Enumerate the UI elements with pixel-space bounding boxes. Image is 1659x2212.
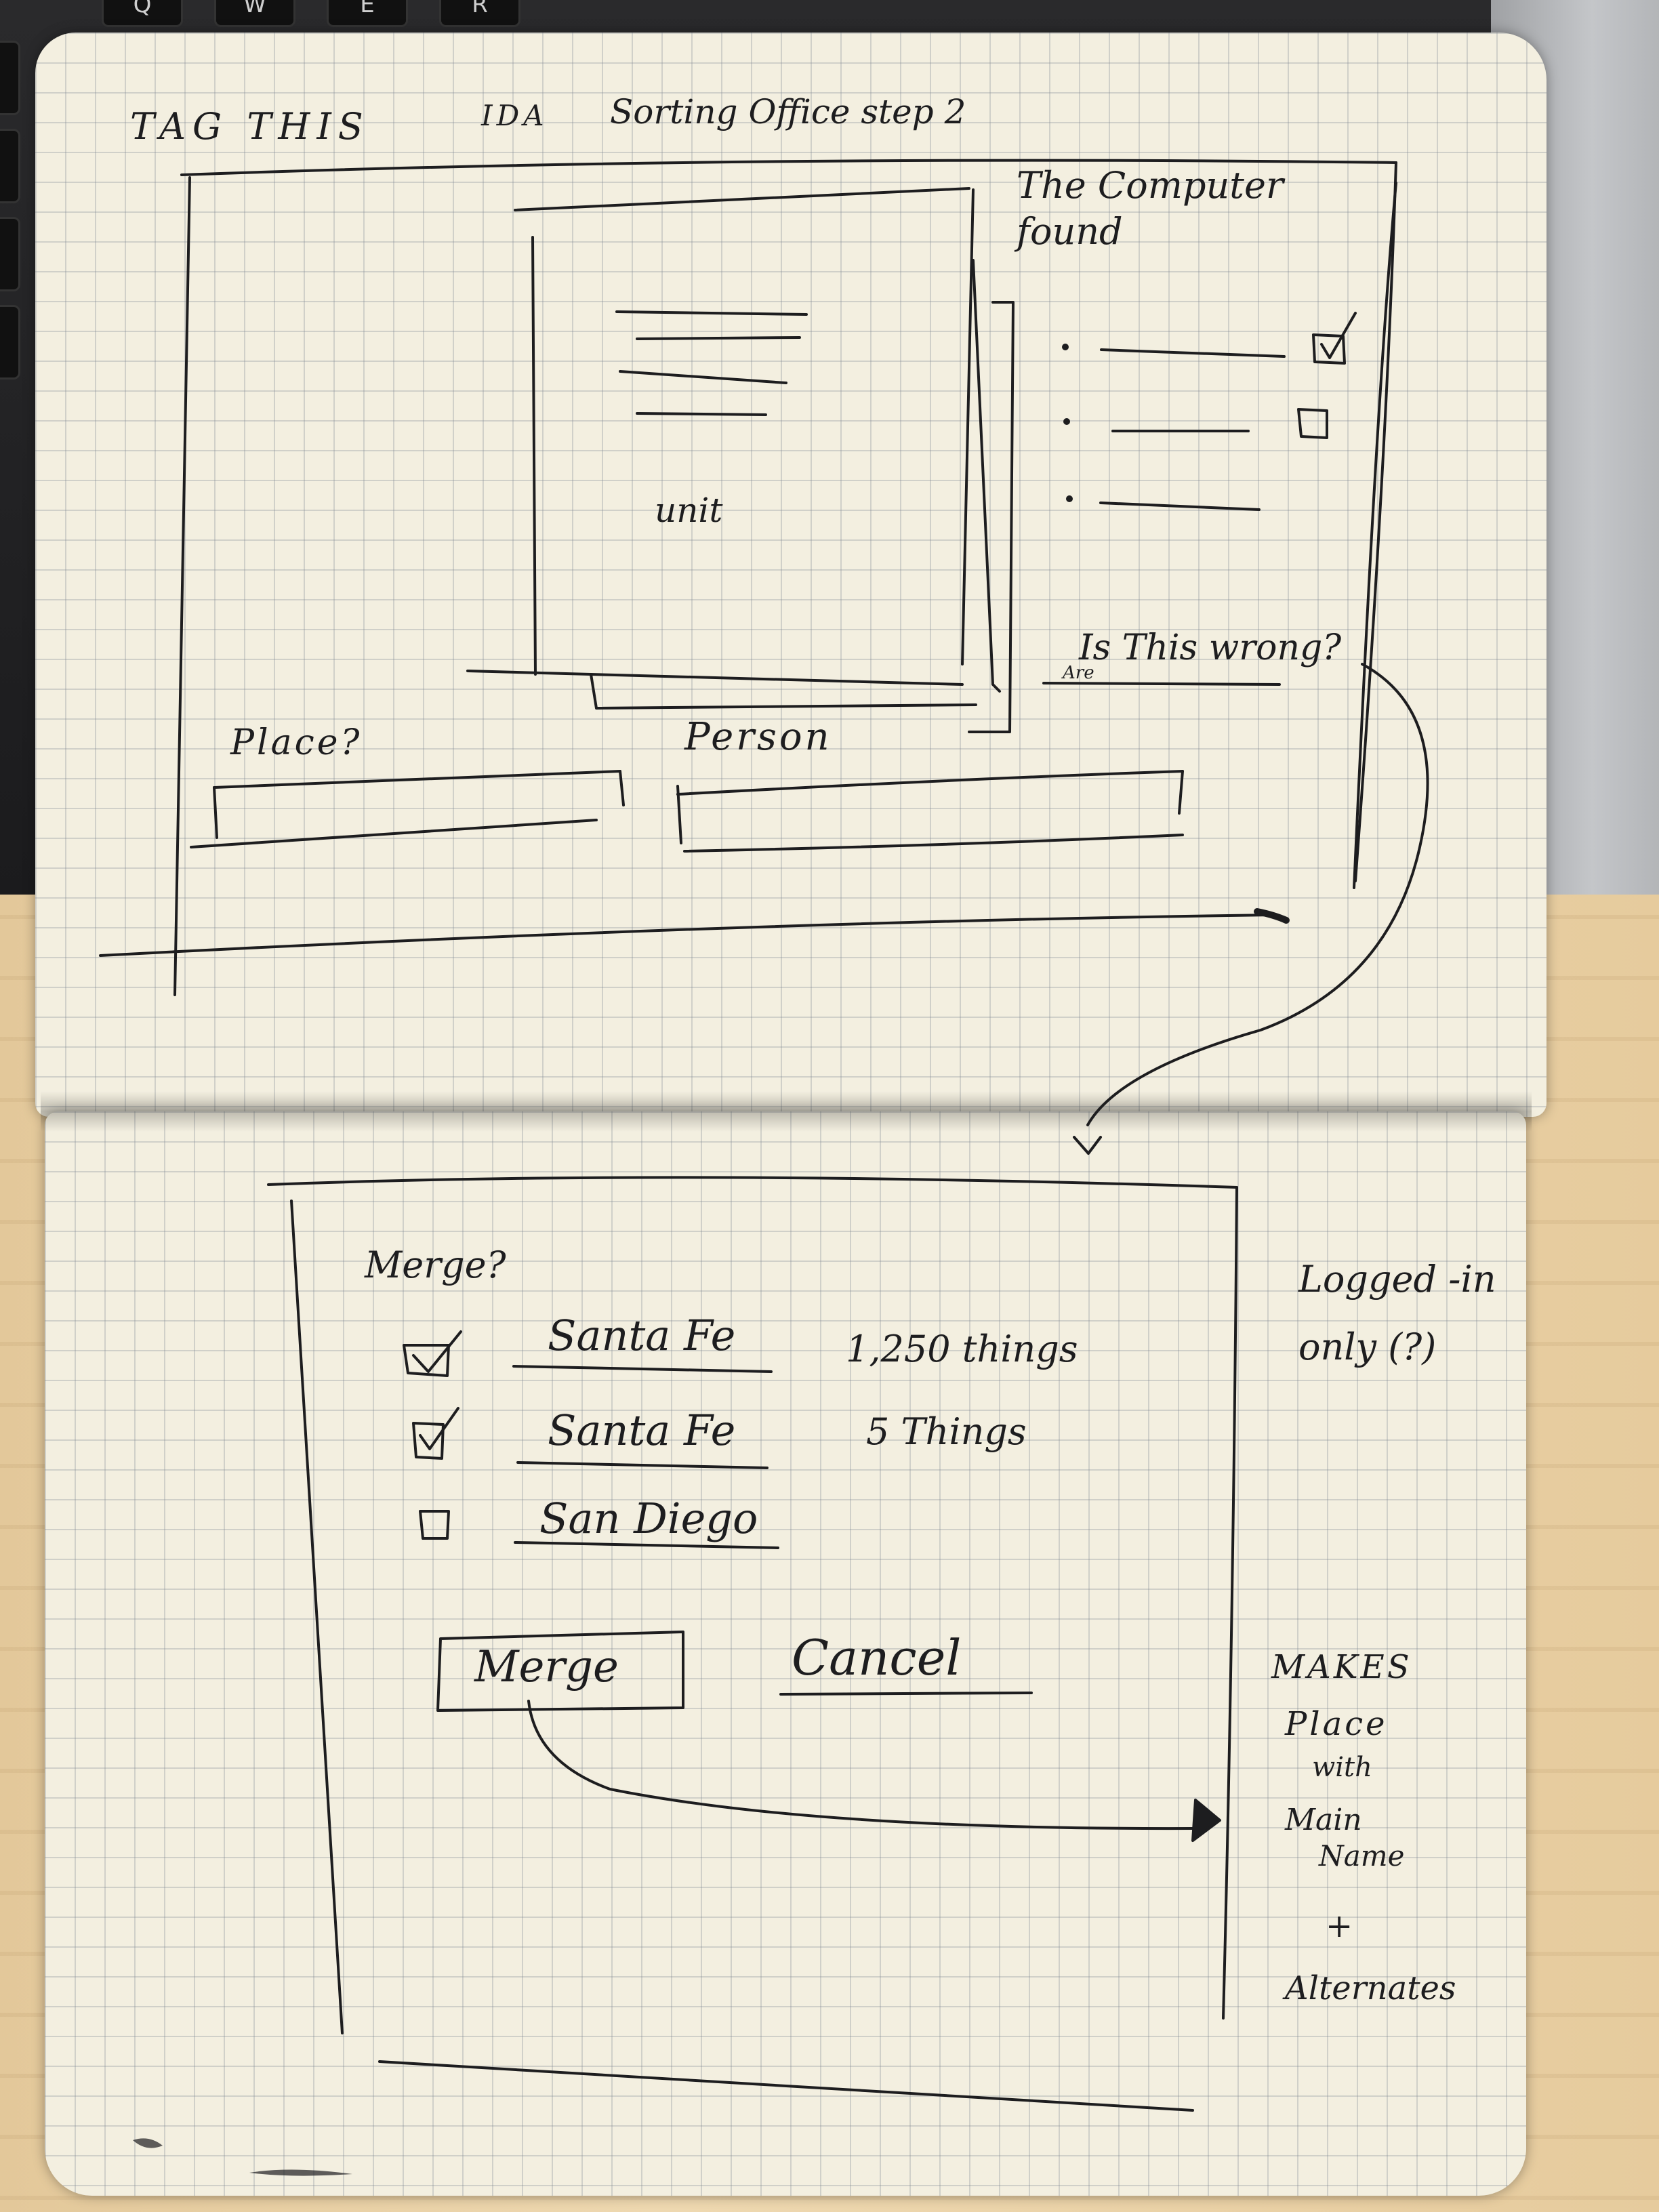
key-side-4 (0, 305, 20, 380)
merge-item-name-1[interactable]: Santa Fe (548, 1311, 736, 1360)
found-check-1 (1320, 312, 1357, 359)
unit-card-bottom (466, 670, 964, 686)
connector-arrow (1086, 663, 1429, 1126)
key-e: E (327, 0, 408, 27)
unit-text-line-1 (615, 310, 808, 316)
key-side-1 (0, 41, 20, 115)
person-field-right (1178, 770, 1184, 815)
found-heading: The Computer found (1017, 164, 1284, 253)
cancel-link[interactable]: Cancel (792, 1629, 962, 1686)
place-field-left (213, 786, 218, 839)
ink-smudge-1 (133, 2138, 163, 2148)
unit-card-left (531, 236, 537, 676)
person-field-top (676, 770, 1184, 796)
merge-question: Merge? (365, 1244, 506, 1286)
found-bullet-1 (1062, 344, 1069, 350)
merge-item-underline-3 (514, 1541, 779, 1549)
merge-checkbox-3 (419, 1510, 450, 1540)
person-field-bottom (683, 834, 1184, 853)
sketch-title: Sorting Office step 2 (610, 92, 966, 131)
makes-note-line-4: Main (1285, 1803, 1362, 1837)
unit-card-top (514, 187, 970, 211)
stack-card-3-right (968, 301, 1015, 733)
cancel-underline (779, 1692, 1033, 1696)
ink-smudge-2 (249, 2169, 352, 2176)
makes-note-line-7: Alternates (1285, 1969, 1456, 2007)
notebook-page-top (35, 33, 1547, 1117)
dialog-frame-top (267, 1176, 1238, 1189)
merge-button-border (436, 1631, 684, 1712)
makes-note-line-2: Place (1285, 1705, 1388, 1743)
notebook-spine (41, 1091, 1532, 1132)
merge-checkbox-2 (412, 1422, 445, 1460)
unit-card-right (961, 188, 975, 665)
place-field-top (213, 770, 621, 789)
unit-text-line-2 (636, 336, 801, 340)
found-checkbox-1 (1312, 333, 1346, 365)
place-field-right (619, 770, 625, 806)
wrong-correction: Are (1063, 663, 1094, 683)
dialog-frame-right (1222, 1186, 1238, 2020)
unit-text-line-4 (636, 412, 767, 416)
merge-checkbox-1 (403, 1344, 450, 1377)
merge-check-2 (419, 1407, 459, 1450)
merge-item-underline-2 (516, 1461, 769, 1469)
stack-card-2-bottom (590, 673, 977, 710)
key-q: Q (102, 0, 183, 27)
merge-item-name-2[interactable]: Santa Fe (548, 1406, 736, 1455)
person-label: Person (684, 715, 832, 759)
place-field-bottom (190, 819, 598, 848)
tag-this-label: TAG THIS (130, 105, 370, 148)
screen-frame-left (173, 176, 191, 996)
makes-note-line-3: with (1312, 1752, 1372, 1783)
logged-in-note: Logged -in only (?) (1298, 1258, 1496, 1368)
wrong-question: Is This wrong? (1079, 628, 1342, 668)
person-field-left (676, 785, 682, 844)
ida-label: IDA (481, 99, 548, 132)
found-line-3 (1099, 501, 1261, 511)
merge-item-name-3[interactable]: San Diego (539, 1494, 758, 1543)
stack-card-2-right (972, 259, 1001, 693)
screen-frame-right-inner (1353, 182, 1397, 889)
merge-check-1 (412, 1330, 462, 1373)
key-side-2 (0, 129, 20, 203)
screen-frame-pointer (1254, 908, 1290, 924)
unit-card-label: unit (655, 491, 723, 530)
merge-item-count-1: 1,250 things (846, 1328, 1078, 1370)
screen-frame-top (180, 159, 1397, 176)
screen-frame-bottom (99, 914, 1275, 957)
merge-to-note-arrow (527, 1700, 1194, 1830)
merge-to-note-arrowhead (1191, 1799, 1221, 1842)
makes-note-line-1: MAKES (1271, 1648, 1412, 1686)
dialog-frame-left (290, 1200, 344, 2034)
found-bullet-3 (1066, 495, 1073, 502)
key-r: R (439, 0, 520, 27)
makes-note-line-6: + (1326, 1907, 1353, 1945)
key-side-3 (0, 217, 20, 291)
merge-item-count-2: 5 Things (866, 1410, 1027, 1453)
merge-item-underline-1 (512, 1365, 773, 1373)
found-bullet-2 (1063, 418, 1070, 425)
key-w: W (214, 0, 295, 27)
dialog-frame-bottom (378, 2060, 1194, 2112)
wrong-underline (1042, 682, 1281, 686)
place-label: Place? (230, 722, 363, 763)
found-line-1 (1100, 348, 1286, 358)
screen-frame-right (1354, 161, 1397, 882)
makes-note-line-5: Name (1319, 1839, 1405, 1872)
found-checkbox-2 (1297, 408, 1328, 439)
notebook-page-bottom (45, 1111, 1526, 2196)
connector-arrowhead (1073, 1136, 1102, 1155)
merge-button[interactable]: Merge (474, 1642, 619, 1692)
unit-text-line-3 (619, 370, 787, 384)
